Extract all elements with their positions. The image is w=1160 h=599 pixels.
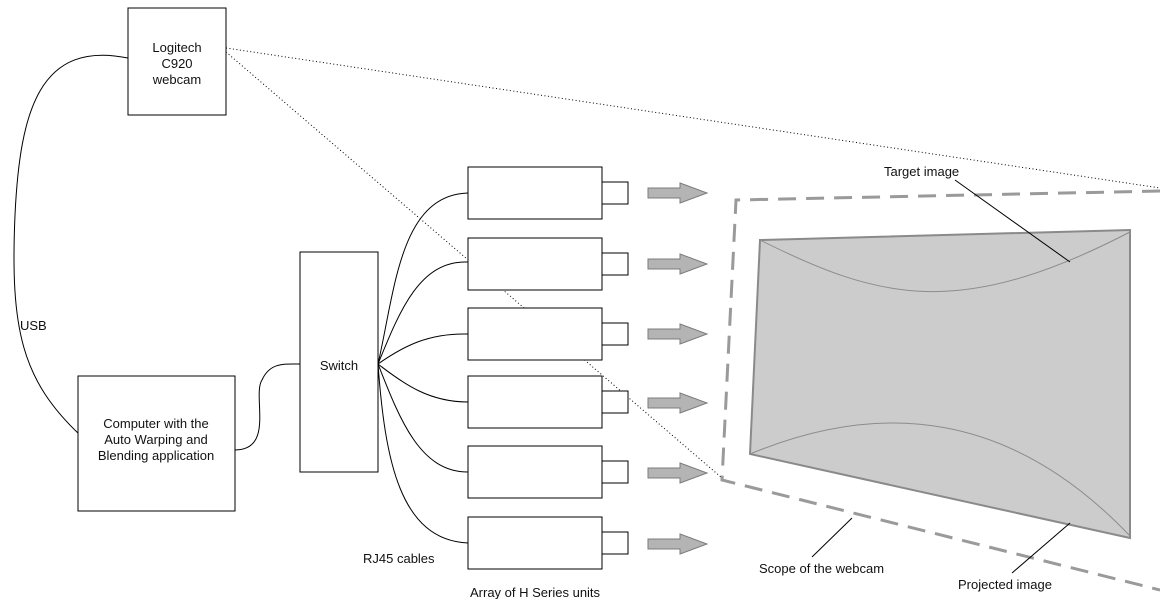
- target-image-bottom-curve: [749, 422, 1131, 537]
- projected-image-surface: [748, 228, 1131, 540]
- webcam-label-line1: Logitech: [152, 40, 201, 55]
- h-series-unit: [467, 307, 709, 361]
- unit-lens: [601, 531, 629, 555]
- h-series-unit: [467, 166, 709, 220]
- array-label: Array of H Series units: [470, 585, 601, 599]
- unit-body: [467, 237, 603, 291]
- webcam-box: [127, 7, 227, 116]
- rj45-label: RJ45 cables: [363, 551, 435, 566]
- unit-lens: [601, 390, 629, 414]
- webcam-label-line2: C920: [161, 56, 192, 71]
- computer-box: [77, 375, 236, 512]
- computer-label-line2: Auto Warping and: [104, 432, 208, 447]
- computer-label-line1: Computer with the: [103, 416, 209, 431]
- target-image-label: Target image: [884, 164, 959, 179]
- h-series-unit: [467, 445, 709, 499]
- h-series-unit: [467, 237, 709, 291]
- unit-body: [467, 375, 603, 429]
- rj45-cable: [377, 363, 469, 473]
- webcam-label-line3: webcam: [152, 72, 201, 87]
- projection-arrow: [647, 462, 709, 484]
- rj45-cable: [377, 333, 469, 365]
- usb-label: USB: [20, 318, 47, 333]
- rj45-cable-bundle: [377, 192, 469, 544]
- switch-label: Switch: [320, 358, 358, 373]
- computer-switch-cable: [234, 363, 301, 451]
- target-image-leader: [954, 179, 1071, 263]
- webcam-scope-outline: [720, 189, 1160, 592]
- unit-lens: [601, 460, 629, 484]
- projected-image-leader: [1011, 522, 1071, 574]
- unit-body: [467, 166, 603, 220]
- scope-leader: [811, 517, 853, 558]
- switch-box: [299, 251, 379, 473]
- rj45-cable: [377, 261, 469, 365]
- unit-lens: [601, 252, 629, 276]
- unit-body: [467, 445, 603, 499]
- projected-image-label: Projected image: [958, 577, 1052, 592]
- projection-arrow: [647, 182, 709, 204]
- scope-label: Scope of the webcam: [759, 561, 884, 576]
- h-series-unit-array: [467, 166, 709, 570]
- webcam-view-line-lower: [225, 51, 723, 479]
- target-image-top-curve: [759, 231, 1131, 293]
- h-series-unit: [467, 375, 709, 429]
- h-series-unit: [467, 516, 709, 570]
- projection-arrow: [647, 253, 709, 275]
- projection-arrow: [647, 533, 709, 555]
- computer-label-line3: Blending application: [98, 448, 214, 463]
- webcam-view-line-upper: [225, 47, 1160, 189]
- projection-arrow: [647, 392, 709, 414]
- unit-body: [467, 516, 603, 570]
- unit-body: [467, 307, 603, 361]
- projection-arrow: [647, 323, 709, 345]
- rj45-cable: [377, 363, 469, 403]
- usb-cable: [13, 54, 129, 436]
- unit-lens: [601, 181, 629, 205]
- unit-lens: [601, 322, 629, 346]
- rj45-cable: [377, 363, 469, 544]
- rj45-cable: [377, 192, 469, 365]
